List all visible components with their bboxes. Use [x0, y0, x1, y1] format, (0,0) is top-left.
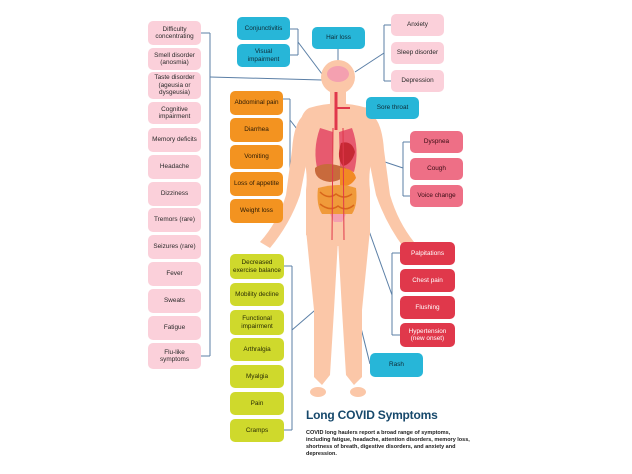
label-palpitations: Palpitations: [400, 242, 455, 265]
label-hair-loss: Hair loss: [312, 27, 365, 49]
left-leg: [306, 230, 338, 385]
right-foot: [350, 387, 366, 397]
label-vomiting: Vomiting: [230, 145, 283, 169]
label-smell-disorder: Smell disorder (anosmia): [148, 48, 201, 70]
label-cramps: Cramps: [230, 419, 284, 442]
organs: [314, 66, 357, 241]
label-taste-disorder: Taste disorder (ageusia or dysgeusia): [148, 72, 201, 99]
label-decreased-exercise-balance: Decreased exercise balance: [230, 254, 284, 279]
label-loss-of-appetite: Loss of appetite: [230, 172, 283, 196]
label-sore-throat: Sore throat: [366, 97, 419, 119]
intestines: [317, 185, 357, 214]
label-chest-pain: Chest pain: [400, 269, 455, 292]
label-fatigue: Fatigue: [148, 316, 201, 340]
label-sleep-disorder: Sleep disorder: [391, 42, 444, 64]
liver: [314, 164, 347, 182]
left-lung: [315, 128, 333, 172]
label-fever: Fever: [148, 262, 201, 286]
label-sweats: Sweats: [148, 289, 201, 313]
label-depression: Depression: [391, 70, 444, 92]
label-weight-loss: Weight loss: [230, 199, 283, 223]
stomach: [340, 168, 356, 187]
caption-text: COVID long haulers report a broad range …: [306, 430, 470, 457]
label-voice-change: Voice change: [410, 185, 463, 207]
intestine-folds: [319, 191, 355, 210]
label-headache: Headache: [148, 155, 201, 179]
bladder: [330, 214, 346, 222]
label-rash: Rash: [370, 353, 423, 377]
page-title: Long COVID Symptoms: [306, 408, 438, 422]
label-diarrhea: Diarrhea: [230, 118, 283, 142]
label-dyspnea: Dyspnea: [410, 131, 463, 153]
label-flu-like-symptoms: Flu-like symptoms: [148, 343, 201, 369]
label-conjunctivitis: Conjunctivitis: [237, 17, 290, 40]
label-memory-deficits: Memory deficits: [148, 128, 201, 152]
blood-vessels: [331, 127, 345, 241]
left-foot: [310, 387, 326, 397]
label-cough: Cough: [410, 158, 463, 180]
label-flushing: Flushing: [400, 296, 455, 319]
left-arm: [260, 115, 307, 248]
label-cognitive-impairment: Cognitive impairment: [148, 102, 201, 124]
label-visual-impairment: Visual impairment: [237, 44, 290, 67]
label-dizziness: Dizziness: [148, 182, 201, 206]
label-difficulty-concentrating: Difficulty concentrating: [148, 21, 201, 45]
label-seizures: Seizures (rare): [148, 235, 201, 259]
label-myalgia: Myalgia: [230, 365, 284, 388]
neck: [330, 90, 346, 108]
brain: [327, 66, 349, 82]
label-anxiety: Anxiety: [391, 14, 444, 36]
right-leg: [338, 230, 370, 385]
label-pain: Pain: [230, 392, 284, 415]
label-tremors: Tremors (rare): [148, 208, 201, 232]
label-hypertension: Hypertension (new onset): [400, 323, 455, 347]
right-arm: [369, 115, 414, 248]
label-mobility-decline: Mobility decline: [230, 283, 284, 306]
label-arthralgia: Arthralgia: [230, 338, 284, 361]
label-functional-impairment: Functional impairment: [230, 310, 284, 335]
label-abdominal-pain: Abdominal pain: [230, 91, 283, 115]
